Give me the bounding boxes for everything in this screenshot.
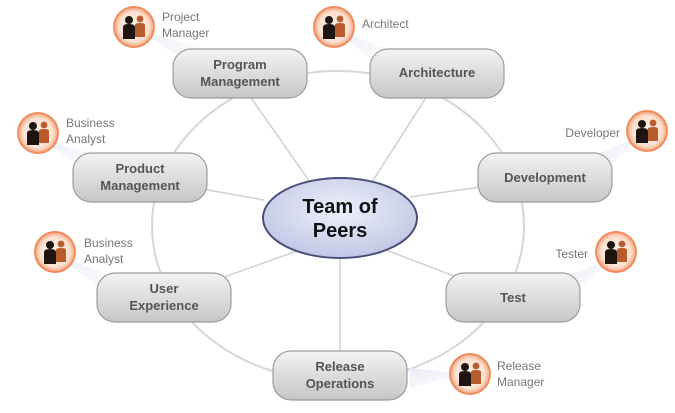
person-label-release-manager-1: Release [497, 359, 541, 373]
person-icon-tester [595, 231, 637, 273]
box-product-management-line1: Product [115, 161, 165, 176]
person-icon-business-analyst-1 [17, 112, 59, 154]
person-label-business-analyst-2b: Analyst [84, 252, 124, 266]
box-development: Development [477, 152, 613, 203]
person-icon-project-manager [113, 6, 155, 48]
person-label-business-analyst-2a: Business [84, 236, 133, 250]
person-label-release-manager-2: Manager [497, 375, 544, 389]
box-user-experience-line2: Experience [129, 298, 198, 313]
center-node: Team of Peers [262, 177, 418, 259]
person-icon-release-manager [449, 353, 491, 395]
person-label-project-manager-2: Manager [162, 26, 209, 40]
person-label-developer: Developer [565, 126, 620, 140]
box-development-line1: Development [504, 170, 586, 185]
box-release-operations-line2: Operations [306, 376, 375, 391]
person-icon-business-analyst-2 [34, 231, 76, 273]
person-icon-developer [626, 110, 668, 152]
spoke-program-management [239, 81, 311, 183]
person-label-business-analyst-1b: Analyst [66, 132, 106, 146]
box-user-experience-line1: User [150, 281, 179, 296]
box-product-management: Product Management [72, 152, 208, 203]
spoke-architecture [371, 81, 437, 183]
box-program-management-line2: Management [200, 74, 280, 89]
box-user-experience: User Experience [96, 272, 232, 323]
person-label-architect: Architect [362, 17, 409, 31]
person-label-tester: Tester [555, 247, 588, 261]
person-icons [17, 6, 668, 395]
center-label-line1: Team of [302, 196, 378, 218]
box-test: Test [445, 272, 581, 323]
box-test-line1: Test [500, 290, 526, 305]
box-architecture: Architecture [369, 48, 505, 99]
person-label-business-analyst-1a: Business [66, 116, 115, 130]
role-boxes: Program Management Architecture Product … [72, 48, 613, 401]
box-product-management-line2: Management [100, 178, 180, 193]
box-program-management-line1: Program [213, 57, 266, 72]
box-release-operations-line1: Release [315, 359, 364, 374]
box-release-operations: Release Operations [272, 350, 408, 401]
center-label-line2: Peers [313, 220, 368, 242]
person-label-project-manager-1: Project [162, 10, 200, 24]
person-icon-architect [313, 6, 355, 48]
box-architecture-line1: Architecture [399, 65, 476, 80]
box-program-management: Program Management [172, 48, 308, 99]
person-labels: Project Manager Architect Business Analy… [66, 10, 620, 389]
